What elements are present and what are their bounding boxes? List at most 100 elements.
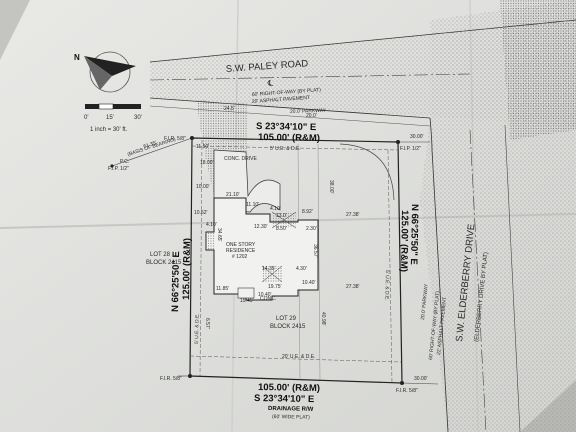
paper-edge-shadow (0, 0, 30, 60)
dim: 6.57' (204, 318, 210, 329)
elderberry-corner-curve (429, 117, 433, 151)
fip-top-right: F.I.P. 1/2" (400, 146, 421, 152)
lot28-block: BLOCK 2415 (146, 260, 182, 266)
elderberry-parkway: 20.0' PARKWAY (420, 283, 430, 320)
right-distance: 125.00' (R&M) (398, 210, 410, 272)
fip-left: F.I.P. 1/2" (108, 166, 129, 172)
dim: 10.40' (258, 292, 272, 298)
easement-left: 5' U.E. & D.E. (194, 313, 201, 344)
dim: 24.5' (224, 106, 235, 112)
left-distance: 125.00' (R&M) (181, 238, 193, 300)
right-bearing: N 66°25'50" E (408, 204, 420, 265)
paley-row-line (149, 105, 431, 127)
lot29-block: BLOCK 2415 (270, 324, 306, 330)
residence-number: # 1202 (232, 254, 248, 260)
dim: 10.40' (302, 280, 316, 286)
monument-marker (110, 164, 114, 168)
paley-pavement: 20' ASPHALT PAVEMENT (252, 95, 310, 105)
top-distance: 105.00' (R&M) (258, 132, 320, 144)
setback-line (317, 143, 321, 381)
parkway-top: 20.0' PARKWAY (290, 108, 327, 115)
scale-tick-30: 30' (134, 115, 142, 121)
easement-line-top (191, 145, 399, 151)
dim: 34.65' (216, 228, 222, 242)
dim: 27.38' (346, 284, 360, 290)
porch-x (271, 211, 297, 229)
elderberry-road-dense (500, 0, 576, 140)
dim: 11.50' (196, 144, 209, 150)
dim: 4.30' (296, 266, 307, 272)
lot28-name: LOT 28 (150, 252, 171, 258)
dim: 12.30' (254, 224, 268, 230)
scale-ratio: 1 inch = 30' ft. (90, 127, 128, 133)
monument-marker (396, 140, 400, 144)
north-arrow: N (74, 51, 136, 93)
basis-distance: 61.35' (143, 140, 158, 150)
ac-pad (237, 287, 255, 299)
dim: 36.57' (312, 244, 318, 258)
scale-bar: 0' 15' 30' 1 inch = 30' ft. (84, 103, 142, 133)
dim: 2.30' (306, 226, 317, 232)
elderberry-west-edge (431, 149, 449, 432)
top-bearing: S 23°34'10" E (256, 121, 316, 133)
scale-tick-0: 0' (84, 115, 88, 121)
dim: 11.85' (216, 286, 229, 292)
drainage-sub: (60' WIDE PLAT) (272, 414, 310, 421)
dim: 38.00' (328, 180, 334, 194)
north-letter: N (74, 53, 80, 62)
concrete-drive (213, 149, 281, 213)
dim: 11.10' (246, 202, 259, 208)
dim: 14.35' (262, 266, 276, 272)
scale-tick-15: 15' (106, 115, 114, 121)
dim: 30.00' (414, 376, 428, 382)
drive-label: CONC. DRIVE (224, 156, 257, 162)
dim: 8.92' (302, 209, 313, 215)
dim: 8.50' (276, 226, 287, 232)
pc-label: P.C. (120, 159, 129, 165)
easement-top: 5' U.E. & D.E. (270, 146, 301, 152)
dim: 4.10' (206, 222, 217, 228)
dim: 27.38' (346, 212, 360, 218)
dim: 30.00' (410, 134, 424, 140)
residence-title: ONE STORY (226, 242, 256, 248)
bottom-lot-line-ext (401, 382, 439, 385)
dim: 10.52' (194, 210, 208, 216)
paley-row: 60' RIGHT-OF-WAY (BY PLAT) (252, 87, 322, 98)
monument-marker (188, 374, 192, 378)
dim: 4.10' (270, 206, 281, 212)
elderberry-centerline (469, 129, 487, 432)
easement-line-right (387, 149, 393, 384)
lot-corner-curve (339, 143, 395, 201)
dim: 40.98' (320, 312, 326, 326)
dim: 10.00' (196, 184, 210, 190)
bottom-bearing: S 23°34'10" E (254, 393, 314, 405)
paley-centerline-mark: ℄ (267, 79, 275, 88)
elderberry-east-edge (504, 124, 521, 432)
easement-bottom: 20' U.E. & D.E. (282, 354, 315, 360)
dim: CONC. (260, 296, 276, 302)
easement-right: 5' U.E. & D.E. (383, 270, 390, 301)
easement-line-left (199, 139, 203, 377)
left-bearing: N 66°25'50" E (170, 251, 182, 312)
residence-title2: RESIDENCE (226, 248, 256, 254)
monument-marker (190, 136, 194, 140)
dim: 15.45' (240, 298, 254, 304)
dim: 13.0' (276, 213, 287, 219)
dim: 18.00' (200, 160, 214, 166)
dim: 19.75' (268, 284, 282, 290)
garage-hatch (206, 232, 214, 250)
easement-line-bottom (189, 355, 402, 363)
monument-marker (400, 381, 404, 385)
fir-top-left: F.I.R. 5/8" (164, 136, 186, 142)
dim: 20.0' (306, 113, 317, 119)
fir-bottom-left: F.I.R. 5/8" (160, 376, 182, 382)
bottom-distance: 105.00' (R&M) (258, 382, 320, 394)
lanai-x (261, 265, 283, 283)
left-lot-line-ext (111, 137, 193, 167)
paley-road-centerline (149, 73, 471, 81)
drainage-label: DRAINAGE R/W (268, 406, 314, 413)
lot29-name: LOT 29 (276, 316, 297, 322)
fir-bottom-right: F.I.R. 5/8" (396, 388, 418, 394)
dim: 21.10' (226, 192, 240, 198)
